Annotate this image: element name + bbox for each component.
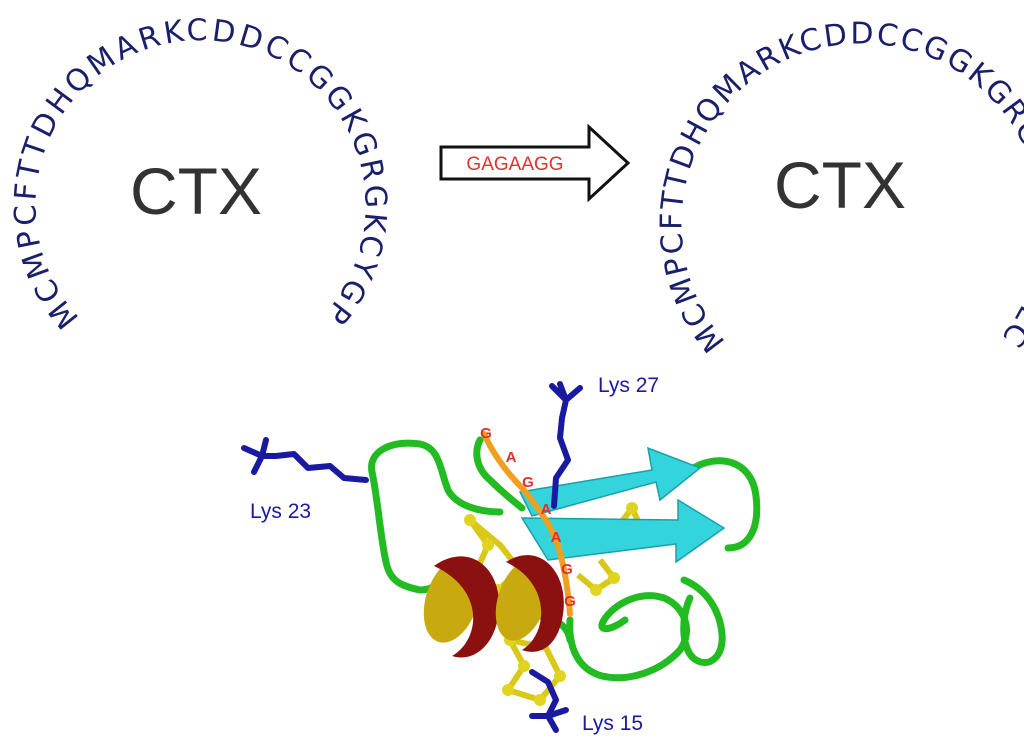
alpha-helix bbox=[423, 555, 564, 658]
lys15-label: Lys 15 bbox=[582, 712, 643, 735]
coil-loop-top bbox=[473, 436, 526, 512]
right-ring-insert-sequence: GAGAAGG bbox=[0, 0, 12, 8]
insert-residue-label: G bbox=[561, 561, 573, 578]
insertion-arrow-label: GAGAAGG bbox=[466, 154, 563, 175]
lys27-label: Lys 27 bbox=[598, 374, 659, 397]
insert-residue-label: G bbox=[564, 593, 576, 610]
left-ring-center-label: CTX bbox=[130, 154, 262, 228]
insert-backbone-trace bbox=[481, 431, 573, 617]
sulfur-atom bbox=[626, 502, 638, 514]
insert-residue-label: A bbox=[551, 529, 562, 546]
helix-turn-outer-2 bbox=[506, 555, 564, 652]
insertion-arrow: GAGAAGG bbox=[439, 123, 631, 203]
sulfur-atom bbox=[518, 660, 530, 672]
insert-backbone: GAGAAGG bbox=[480, 425, 576, 617]
coil-loop-left bbox=[368, 439, 504, 594]
sulfur-atom bbox=[464, 514, 476, 526]
insert-residue-label: G bbox=[480, 425, 492, 442]
lys23-side-chain bbox=[241, 437, 369, 483]
insert-residue-label: A bbox=[541, 501, 552, 518]
sulfur-atom bbox=[608, 572, 620, 584]
beta-strand-upper bbox=[518, 446, 702, 517]
insert-residue-label: A bbox=[506, 449, 517, 466]
sulfur-atom bbox=[534, 694, 546, 706]
coil-loop-far-right bbox=[680, 576, 726, 666]
insert-residue-labels: GAGAAGG bbox=[480, 425, 576, 610]
insert-residue-label: G bbox=[522, 474, 534, 491]
right-ring-center-label: CTX bbox=[774, 148, 906, 222]
sulfur-atom bbox=[502, 684, 514, 696]
helix-turn-outer-1 bbox=[434, 556, 500, 658]
lysine-side-chains bbox=[241, 381, 583, 733]
lys23-label: Lys 23 bbox=[250, 500, 311, 523]
beta-sheet bbox=[518, 446, 726, 564]
lys27-side-chain bbox=[549, 381, 583, 509]
sulfur-atom bbox=[590, 584, 602, 596]
lys15-side-chain bbox=[529, 669, 569, 733]
beta-strand-lower bbox=[520, 498, 726, 564]
sulfur-atom bbox=[554, 670, 566, 682]
insertion-arrow-shape bbox=[439, 123, 631, 203]
sulfur-atom bbox=[482, 539, 494, 551]
coil-loop-right bbox=[686, 457, 761, 552]
coil-loop-bottom bbox=[566, 592, 691, 682]
ctx-3d-structure: GAGAAGG Lys 27 Lys 23 Lys 15 bbox=[241, 374, 761, 735]
left-peptide-ring: MCMPCFTTDHQMARKCDDCCGGKGRGKCYGPQCLCR CTX bbox=[0, 0, 393, 335]
